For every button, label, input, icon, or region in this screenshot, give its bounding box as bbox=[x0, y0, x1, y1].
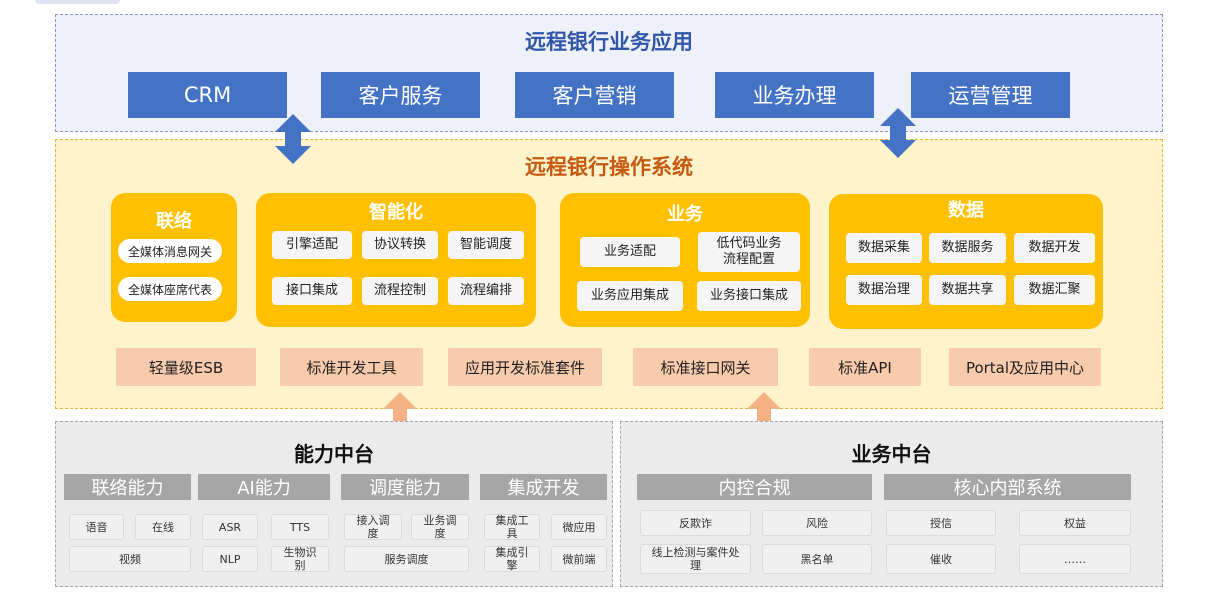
tts-item: TTS bbox=[271, 514, 329, 540]
micro-frontend-item: 微前端 bbox=[551, 546, 607, 572]
collection-item: 催收 bbox=[886, 544, 996, 574]
capability-center-title: 能力中台 bbox=[294, 441, 374, 466]
customer-service-button[interactable]: 客户服务 bbox=[321, 72, 480, 118]
liaison-title: 联络 bbox=[156, 211, 192, 232]
data-service: 数据服务 bbox=[929, 233, 1006, 263]
biometric-item: 生物识 别 bbox=[271, 546, 329, 572]
flow-orchestration: 流程编排 bbox=[448, 277, 524, 305]
crm-button[interactable]: CRM bbox=[128, 72, 287, 118]
data-aggregation: 数据汇聚 bbox=[1014, 275, 1095, 305]
business-adapt: 业务适配 bbox=[580, 237, 680, 267]
online-item: 在线 bbox=[135, 514, 191, 540]
customer-marketing-button[interactable]: 客户营销 bbox=[515, 72, 674, 118]
intelligence-title: 智能化 bbox=[369, 202, 423, 223]
data-governance: 数据治理 bbox=[846, 275, 922, 305]
integration-engine-item: 集成引 擎 bbox=[484, 546, 540, 572]
liaison-capability-header: 联络能力 bbox=[64, 474, 191, 500]
dispatch-capability-header: 调度能力 bbox=[341, 474, 469, 500]
internal-compliance-header: 内控合规 bbox=[637, 474, 872, 500]
access-dispatch-item: 接入调 度 bbox=[344, 514, 402, 540]
rights-item: 权益 bbox=[1019, 510, 1131, 536]
tool-lightweight-esb: 轻量级ESB bbox=[116, 348, 256, 386]
omni-media-gateway: 全媒体消息网关 bbox=[118, 239, 222, 263]
protocol-convert: 协议转换 bbox=[362, 231, 438, 259]
business-app-integration: 业务应用集成 bbox=[577, 281, 683, 311]
business-dispatch-item: 业务调 度 bbox=[411, 514, 469, 540]
engine-adapt: 引擎适配 bbox=[272, 231, 352, 259]
blacklist-item: 黑名单 bbox=[762, 544, 872, 574]
core-internal-system-header: 核心内部系统 bbox=[884, 474, 1131, 500]
video-item: 视频 bbox=[69, 546, 191, 572]
low-code-flow-config: 低代码业务 流程配置 bbox=[698, 232, 800, 272]
interface-integration: 接口集成 bbox=[272, 277, 352, 305]
ai-capability-header: AI能力 bbox=[198, 474, 330, 500]
tool-portal-app-center: Portal及应用中心 bbox=[949, 348, 1101, 386]
credit-item: 授信 bbox=[886, 510, 996, 536]
tool-standard-dev-tools: 标准开发工具 bbox=[280, 348, 423, 386]
micro-app-item: 微应用 bbox=[551, 514, 607, 540]
double-arrow-icon bbox=[880, 108, 916, 158]
double-arrow-icon bbox=[275, 114, 311, 164]
business-handling-button[interactable]: 业务办理 bbox=[715, 72, 874, 118]
omni-media-agent: 全媒体座席代表 bbox=[118, 277, 222, 301]
top-tab-remnant bbox=[35, 0, 120, 4]
data-collect: 数据采集 bbox=[846, 233, 922, 263]
anti-fraud-item: 反欺诈 bbox=[640, 510, 751, 536]
app-section-title: 远程银行业务应用 bbox=[525, 30, 693, 54]
risk-item: 风险 bbox=[762, 510, 872, 536]
data-title: 数据 bbox=[948, 200, 984, 221]
smart-dispatch: 智能调度 bbox=[448, 231, 524, 259]
nlp-item: NLP bbox=[202, 546, 258, 572]
business-title: 业务 bbox=[667, 204, 703, 225]
tool-interface-gateway: 标准接口网关 bbox=[633, 348, 778, 386]
ellipsis-item: …… bbox=[1019, 544, 1131, 574]
online-detection-item: 线上检测与案件处 理 bbox=[640, 544, 751, 574]
tool-standard-api: 标准API bbox=[809, 348, 921, 386]
data-develop: 数据开发 bbox=[1014, 233, 1095, 263]
tool-app-dev-kit: 应用开发标准套件 bbox=[448, 348, 602, 386]
integration-dev-header: 集成开发 bbox=[480, 474, 607, 500]
flow-control: 流程控制 bbox=[362, 277, 438, 305]
business-center-title: 业务中台 bbox=[851, 441, 932, 466]
operations-management-button[interactable]: 运营管理 bbox=[911, 72, 1070, 118]
business-interface-integration: 业务接口集成 bbox=[697, 281, 801, 311]
data-sharing: 数据共享 bbox=[929, 275, 1006, 305]
service-dispatch-item: 服务调度 bbox=[344, 546, 469, 572]
integration-tool-item: 集成工 具 bbox=[484, 514, 540, 540]
voice-item: 语音 bbox=[69, 514, 124, 540]
asr-item: ASR bbox=[202, 514, 258, 540]
os-section-title: 远程银行操作系统 bbox=[525, 155, 693, 179]
